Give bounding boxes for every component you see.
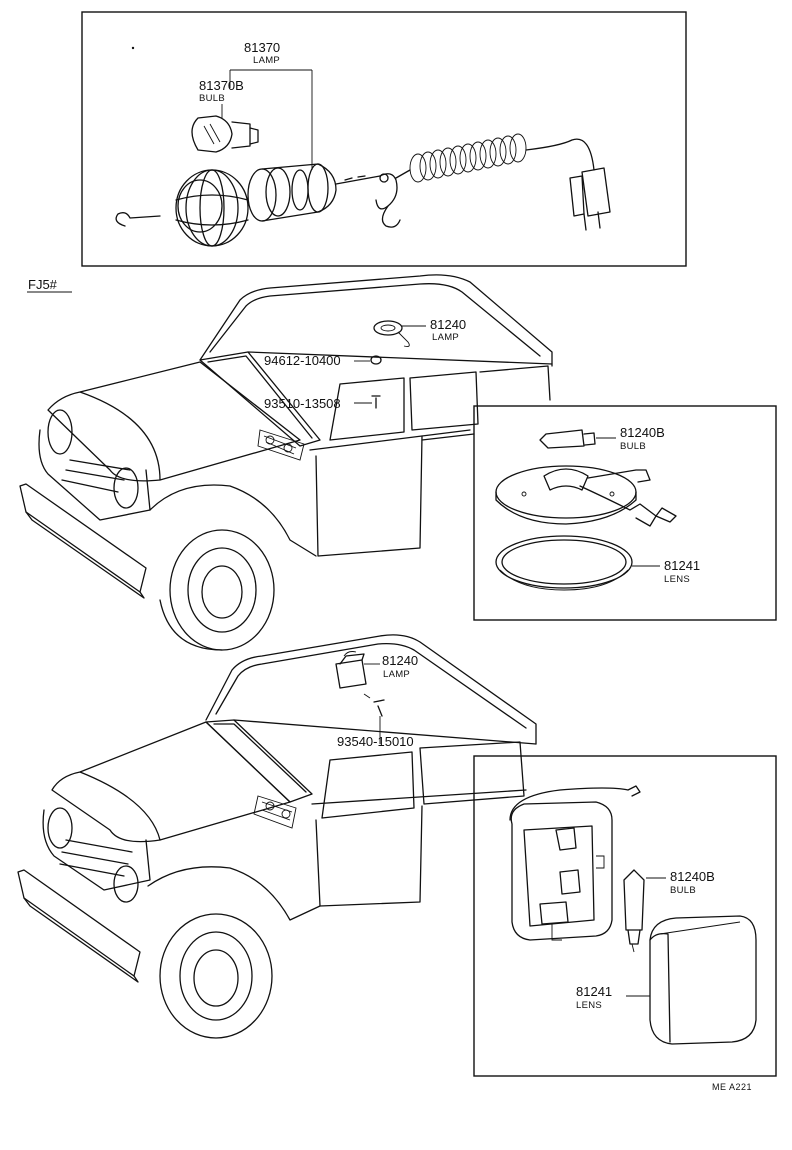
part-number-81240b-top: 81240B	[620, 425, 665, 440]
part-number-81240b-bottom: 81240B	[670, 869, 715, 884]
wagon-vehicle-drawing	[19, 274, 553, 651]
square-lamp-detail-frame	[473, 755, 777, 1077]
part-name-81241-top: LENS	[664, 574, 690, 585]
part-name-81240b-bottom: BULB	[670, 885, 696, 896]
variant-label: FJ5#	[28, 277, 58, 292]
hardtop-vehicle-drawing	[17, 634, 537, 1039]
part-name-81240b-top: BULB	[620, 441, 646, 452]
bulb-81370b-drawing	[191, 115, 259, 153]
part-number-93510: 93510-13508	[264, 396, 341, 411]
part-number-81241-top: 81241	[664, 558, 700, 573]
part-name-81370b: BULB	[199, 93, 225, 104]
part-number-81370: 81370	[244, 40, 280, 55]
inspection-lamp-drawing	[115, 133, 611, 247]
part-name-81241-bottom: LENS	[576, 1000, 602, 1011]
part-number-81240-top: 81240	[430, 317, 466, 332]
part-name-81240-top: LAMP	[432, 332, 459, 343]
part-number-81240-bottom: 81240	[382, 653, 418, 668]
part-number-81241-bottom: 81241	[576, 984, 612, 999]
dome-lamp-detail-frame	[473, 405, 777, 621]
square-lamp-drawing	[509, 785, 757, 1045]
part-name-81240-bottom: LAMP	[383, 669, 410, 680]
part-name-81370: LAMP	[253, 55, 280, 66]
leader-81370	[229, 69, 313, 170]
part-number-81370b: 81370B	[199, 78, 244, 93]
dome-lamp-round-drawing	[495, 429, 677, 591]
part-number-93540: 93540-15010	[337, 734, 414, 749]
speck	[131, 46, 135, 50]
inspection-lamp-frame	[81, 11, 687, 267]
part-number-94612: 94612-10400	[264, 353, 341, 368]
drawing-reference: ME A221	[712, 1082, 752, 1092]
